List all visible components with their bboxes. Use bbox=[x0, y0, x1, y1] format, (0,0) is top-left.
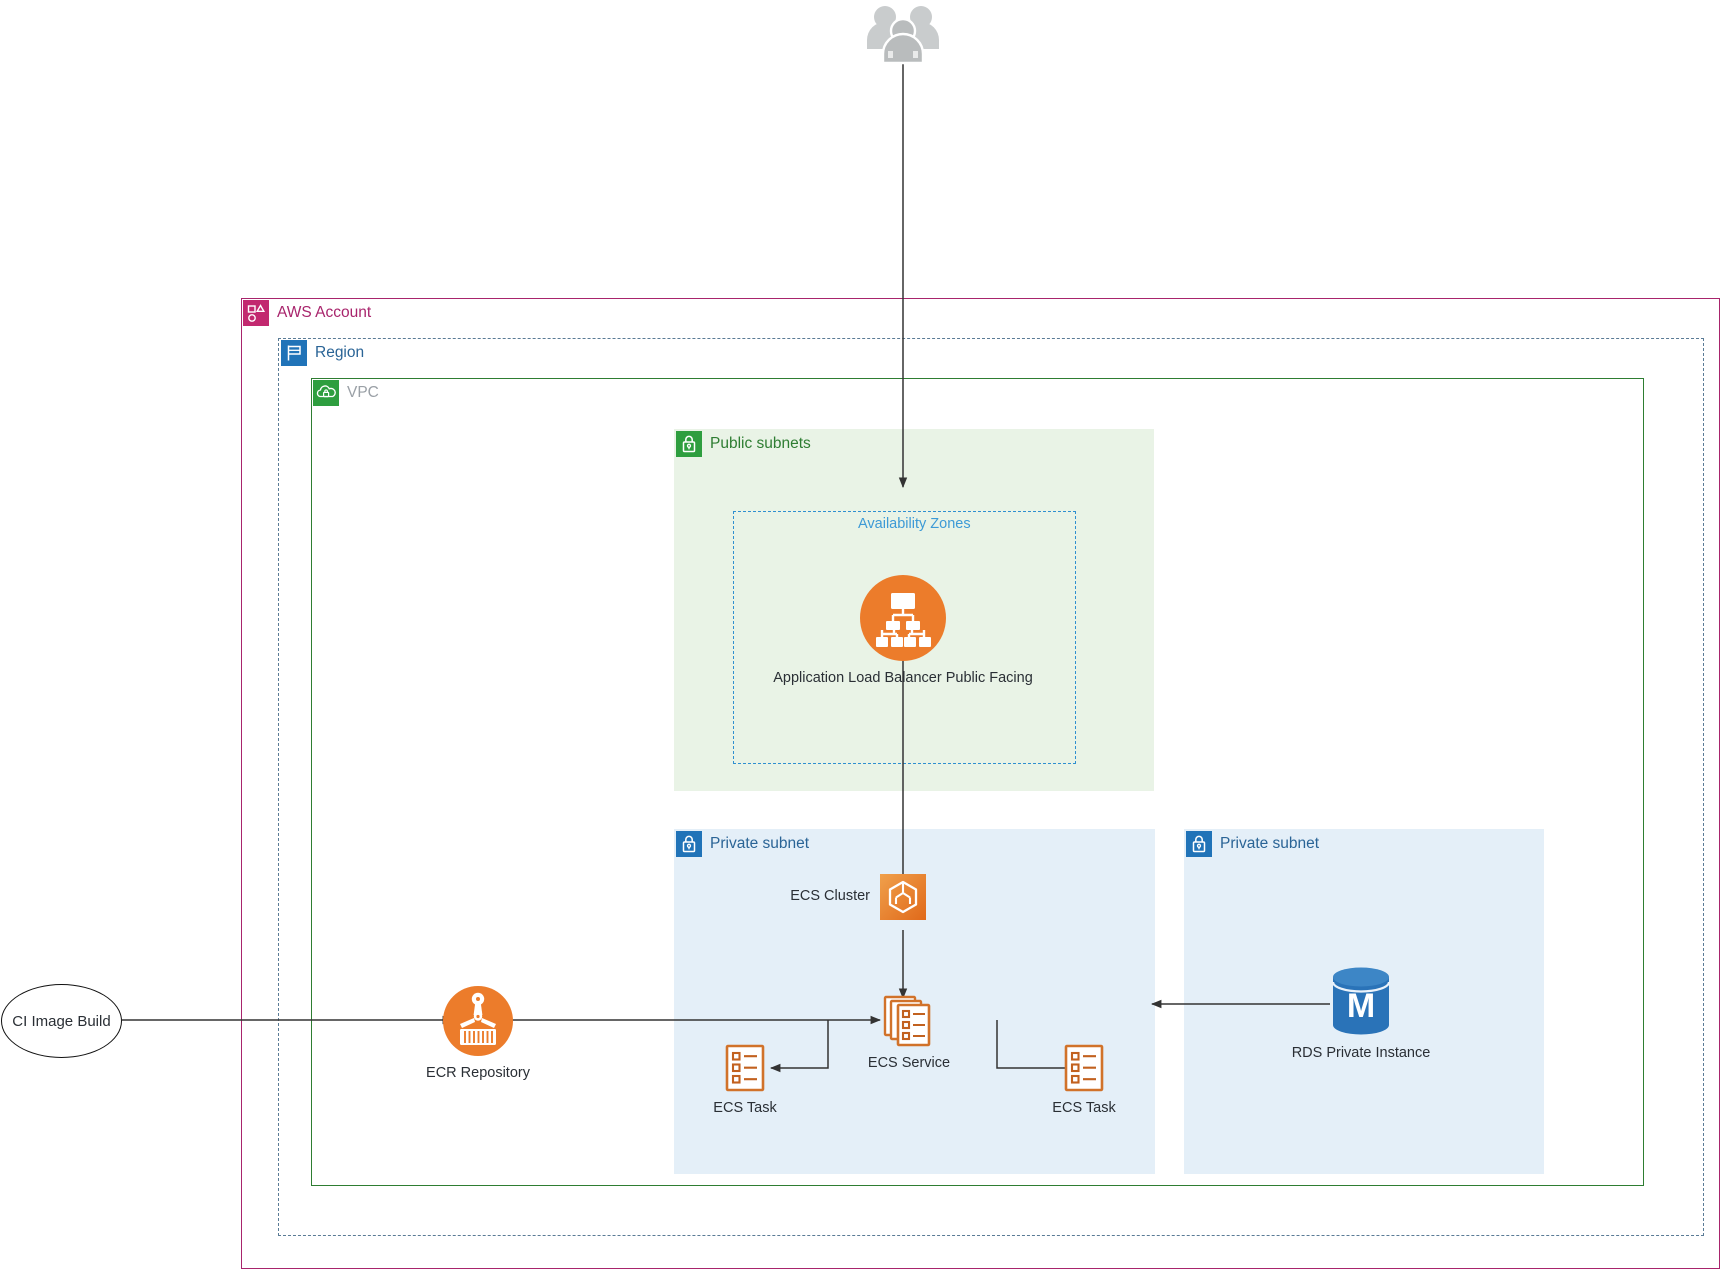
node-ecs-task-left[interactable]: ECS Task bbox=[713, 1044, 777, 1116]
rds-mysql-database-icon: M bbox=[1331, 965, 1391, 1037]
region-flag-icon bbox=[281, 340, 307, 366]
node-ecr-repository[interactable]: ECR Repository bbox=[426, 985, 530, 1081]
group-vpc bbox=[311, 378, 1644, 1186]
svg-text:M: M bbox=[1347, 987, 1375, 1025]
node-label: CI Image Build bbox=[12, 1012, 111, 1030]
group-region bbox=[278, 338, 1704, 1236]
private-subnet-lock-icon bbox=[1186, 831, 1212, 857]
public-subnet-lock-icon bbox=[676, 431, 702, 457]
node-label: ECS Service bbox=[867, 1055, 951, 1071]
ecs-cluster-icon bbox=[880, 874, 926, 920]
group-label-aws-account: AWS Account bbox=[243, 300, 371, 326]
group-label-text: AWS Account bbox=[277, 304, 372, 322]
group-label-public-subnets: Public subnets bbox=[676, 431, 811, 457]
node-label: ECS Task bbox=[713, 1100, 777, 1116]
node-label: ECS Cluster bbox=[790, 888, 870, 904]
group-label-text: Region bbox=[315, 344, 365, 362]
node-ecs-service[interactable]: ECS Service bbox=[868, 995, 950, 1071]
node-label: ECR Repository bbox=[426, 1065, 530, 1081]
group-label-text: Private subnet bbox=[1220, 835, 1320, 853]
ecs-task-icon bbox=[725, 1044, 765, 1092]
node-label: RDS Private Instance bbox=[1291, 1045, 1431, 1061]
node-label: ECS Task bbox=[1052, 1100, 1116, 1116]
group-label-text: VPC bbox=[347, 384, 379, 402]
group-label-text: Private subnet bbox=[710, 835, 810, 853]
ecr-repository-icon bbox=[442, 985, 514, 1057]
ecs-task-icon bbox=[1064, 1044, 1104, 1092]
aws-account-icon bbox=[243, 300, 269, 326]
group-label-private-subnet-right: Private subnet bbox=[1186, 831, 1319, 857]
node-rds-private-instance[interactable]: M RDS Private Instance bbox=[1292, 965, 1430, 1061]
node-ci-image-build[interactable]: CI Image Build bbox=[1, 984, 122, 1058]
node-ecs-task-right[interactable]: ECS Task bbox=[1052, 1044, 1116, 1116]
node-users[interactable] bbox=[861, 3, 945, 65]
application-load-balancer-icon bbox=[859, 574, 947, 662]
group-aws-account bbox=[241, 298, 1720, 1269]
node-application-load-balancer[interactable]: Application Load Balancer Public Facing bbox=[773, 574, 1033, 686]
ecs-service-icon bbox=[883, 995, 937, 1047]
group-label-vpc: VPC bbox=[313, 380, 379, 406]
group-availability-zones bbox=[733, 511, 1076, 764]
group-label-region: Region bbox=[281, 340, 364, 366]
group-label-private-subnet-left: Private subnet bbox=[676, 831, 809, 857]
node-ecs-cluster[interactable]: ECS Cluster bbox=[790, 874, 926, 920]
node-label: Application Load Balancer Public Facing bbox=[773, 670, 1033, 686]
group-label-text: Public subnets bbox=[710, 435, 811, 453]
private-subnet-lock-icon bbox=[676, 831, 702, 857]
vpc-cloud-lock-icon bbox=[313, 380, 339, 406]
group-label-availability-zones: Availability Zones bbox=[858, 516, 971, 532]
users-icon bbox=[861, 3, 945, 65]
